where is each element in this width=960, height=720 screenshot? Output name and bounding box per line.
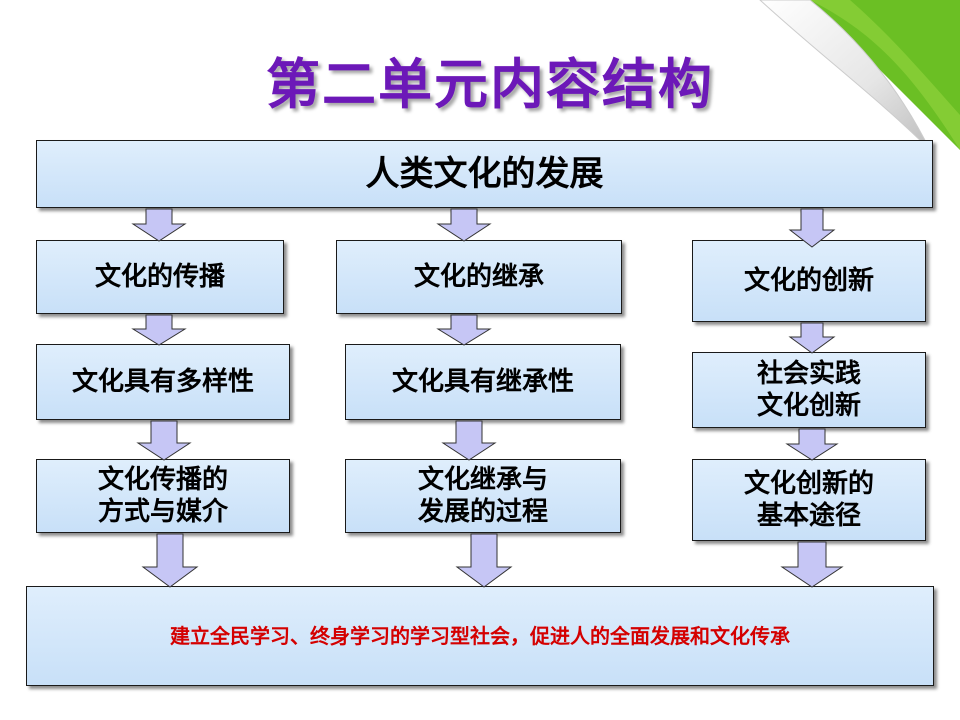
box-culture-innovation-label: 文化的创新 bbox=[743, 265, 874, 296]
arrow-col1-level2-to-level3 bbox=[136, 420, 192, 461]
arrow-col2-to-bottom bbox=[455, 533, 513, 588]
bottom-box-label: 建立全民学习、终身学习的学习型社会，促进人的全面发展和文化传承 bbox=[170, 623, 790, 648]
box-culture-inheritability-label: 文化具有继承性 bbox=[391, 366, 574, 397]
box-culture-spread-label: 文化的传播 bbox=[94, 261, 225, 292]
box-spread-methods: 文化传播的 方式与媒介 bbox=[36, 459, 290, 533]
arrow-top-to-col3 bbox=[788, 208, 836, 248]
box-culture-inheritance-label: 文化的继承 bbox=[413, 261, 544, 292]
box-innovation-paths-label: 文化创新的 基本途径 bbox=[743, 468, 874, 532]
box-culture-spread: 文化的传播 bbox=[36, 240, 284, 314]
box-culture-diversity-label: 文化具有多样性 bbox=[71, 366, 254, 397]
arrow-col3-level2-to-level3 bbox=[785, 428, 839, 461]
arrow-top-to-col2 bbox=[436, 208, 492, 242]
box-culture-inheritance: 文化的继承 bbox=[336, 240, 622, 314]
box-spread-methods-label: 文化传播的 方式与媒介 bbox=[97, 464, 228, 528]
box-culture-innovation: 文化的创新 bbox=[692, 240, 926, 322]
box-practice-innovation: 社会实践 文化创新 bbox=[692, 352, 926, 428]
top-box-label: 人类文化的发展 bbox=[365, 153, 604, 194]
arrow-col1-level1-to-level2 bbox=[131, 314, 187, 346]
arrow-top-to-col1 bbox=[131, 208, 187, 242]
bottom-box-learning-society: 建立全民学习、终身学习的学习型社会，促进人的全面发展和文化传承 bbox=[26, 586, 934, 686]
box-culture-diversity: 文化具有多样性 bbox=[36, 344, 290, 420]
top-box-human-culture: 人类文化的发展 bbox=[36, 140, 933, 208]
box-inheritance-process-label: 文化继承与 发展的过程 bbox=[417, 464, 548, 528]
arrow-col2-level1-to-level2 bbox=[436, 314, 492, 346]
arrow-col1-to-bottom bbox=[141, 533, 199, 588]
box-inheritance-process: 文化继承与 发展的过程 bbox=[345, 459, 621, 533]
arrow-col2-level2-to-level3 bbox=[441, 420, 497, 461]
box-culture-inheritability: 文化具有继承性 bbox=[345, 344, 621, 420]
arrow-col3-level1-to-level2 bbox=[788, 322, 836, 354]
box-innovation-paths: 文化创新的 基本途径 bbox=[692, 459, 926, 541]
box-practice-innovation-label: 社会实践 文化创新 bbox=[756, 358, 861, 422]
arrow-col3-to-bottom bbox=[780, 541, 844, 588]
page-title: 第二单元内容结构 bbox=[266, 53, 714, 116]
